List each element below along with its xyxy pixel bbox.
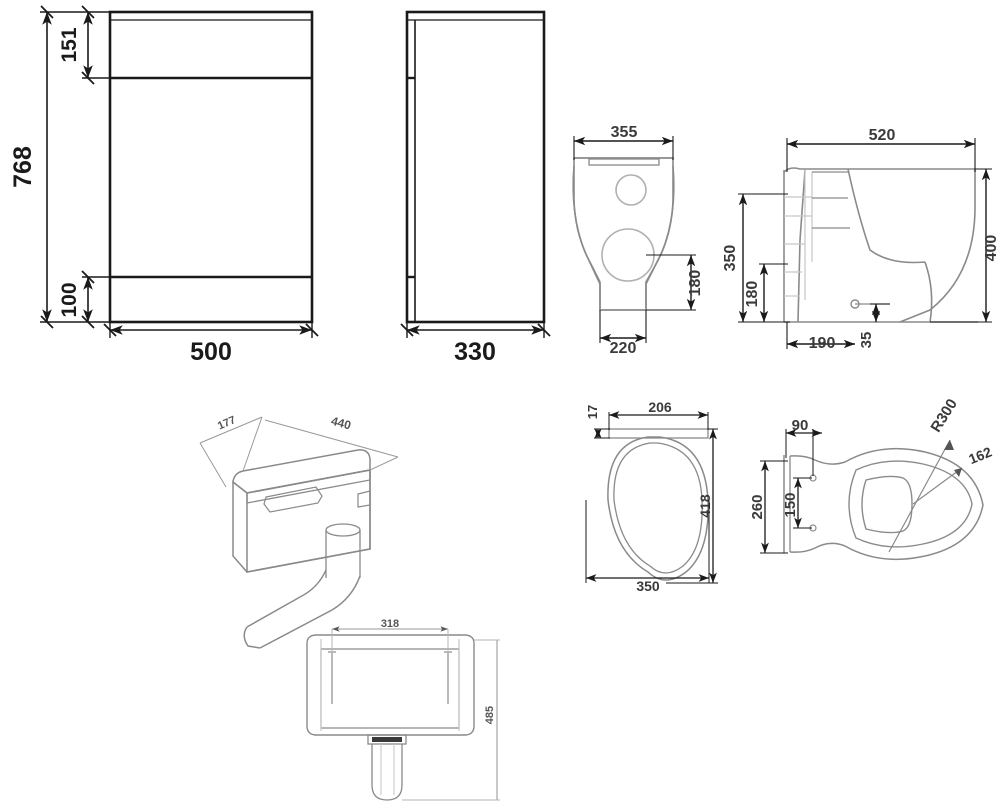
pan-front-seat-slab [588, 158, 660, 166]
pan-plan-aperture [861, 475, 913, 534]
unit-side-outline [405, 10, 546, 324]
pan-plan-neck-top [789, 455, 846, 465]
pan-front-upper-circle [615, 174, 647, 206]
view-pan-side: 520 400 350 180 190 35 [722, 127, 1000, 352]
pan-plan-neck-bottom [789, 542, 846, 553]
cistern-iso-side-boss [357, 490, 371, 508]
pan-side-pedestal-back [797, 169, 806, 323]
seat-plan-hinge-bar [608, 428, 709, 439]
tick-100-top [81, 270, 95, 284]
cistern-back-outlet-collar [367, 734, 407, 745]
pan-side-outer-curve [899, 169, 976, 323]
dim-seat-plan-length: 418 [697, 494, 713, 518]
pan-side-rim [783, 167, 975, 173]
pan-side-pedestal-front [924, 261, 933, 323]
cistern-back-outlet-tube [371, 744, 403, 801]
view-cistern-back: 318 485 [306, 618, 500, 801]
view-seat-plan: 206 17 418 350 [585, 399, 718, 594]
view-unit-front: 768 151 100 500 [9, 5, 319, 366]
dim-seat-plan-thickness: 17 [585, 405, 600, 419]
unit-front-outline [108, 10, 314, 324]
leader-line-162 [912, 467, 963, 505]
pan-plan-outer-bowl [844, 447, 984, 561]
dim-seat-plan-top-width: 206 [648, 399, 672, 415]
cistern-iso-flush-pipe-top [246, 569, 327, 628]
dim-line-440 [264, 419, 399, 458]
tick-100-bottom [81, 315, 95, 329]
view-cistern-iso: 440 177 [199, 414, 399, 649]
dim-unit-front-width: 500 [190, 338, 232, 366]
pan-plan-inner-rim [848, 460, 973, 548]
cistern-iso-pipe-end [243, 626, 261, 649]
pan-side-bowl-underside [847, 168, 926, 264]
tick-768-bottom [40, 315, 54, 329]
cistern-iso-right-face [246, 469, 371, 573]
view-unit-side: 330 [400, 10, 551, 366]
dim-pan-front-base-height: 180 [687, 270, 704, 297]
dim-line-177 [199, 416, 263, 444]
pan-front-right-pedestal [645, 251, 663, 310]
dim-pan-front-base-width: 220 [610, 340, 637, 357]
dim-cistern-iso-length: 440 [330, 414, 353, 433]
dim-pan-plan-back-height: 260 [749, 494, 766, 519]
ext-line-440-a [242, 416, 263, 472]
pan-front-left-pedestal [584, 251, 601, 310]
cistern-back-outlet-seal [372, 737, 402, 742]
dim-pan-side-inlet-offset: 190 [809, 335, 836, 352]
dim-pan-plan-fixing-spacing: 90 [792, 417, 809, 434]
cistern-iso-flush-pipe-bottom [259, 575, 361, 649]
dim-pan-side-height: 400 [983, 235, 1000, 262]
dim-pan-front-width: 355 [611, 124, 638, 141]
cistern-iso-flush-plate [263, 486, 323, 513]
seat-plan-inner [613, 442, 703, 574]
ext-line-177-a [199, 442, 227, 488]
tick-768-top [40, 5, 54, 19]
dim-unit-front-height: 768 [9, 146, 37, 188]
leader-arrow-162 [954, 468, 962, 477]
leader-arrow-r300 [944, 440, 954, 450]
cistern-back-outline [306, 634, 475, 736]
dim-unit-front-top-panel: 151 [58, 27, 81, 62]
dim-cistern-back-bracket-spacing: 318 [381, 618, 399, 630]
cistern-iso-lid [232, 449, 371, 494]
ext-line-440-b [369, 456, 399, 471]
dim-pan-side-projection: 520 [869, 127, 896, 144]
dim-unit-front-bottom-panel: 100 [58, 282, 81, 317]
dim-seat-plan-width: 350 [636, 578, 660, 594]
tick-330-left [400, 323, 414, 337]
dim-pan-plan-hole-spacing: 150 [782, 492, 799, 517]
dim-cistern-back-height: 485 [484, 706, 496, 724]
tick-500-right [305, 323, 319, 337]
tick-151-top [81, 5, 95, 19]
leader-line-r300 [888, 439, 951, 553]
pan-front-right-shoulder [661, 165, 675, 253]
pan-front-left-shoulder [572, 165, 586, 253]
tick-330-right [537, 323, 551, 337]
tick-151-bottom [81, 71, 95, 85]
dim-pan-side-cistern-height: 350 [722, 245, 739, 272]
tick-500-left [103, 323, 117, 337]
dim-unit-side-depth: 330 [454, 338, 496, 366]
dim-pan-side-inlet-height: 35 [858, 332, 875, 349]
view-pan-front: 355 220 180 [572, 124, 704, 357]
dim-pan-side-mid-height: 180 [744, 281, 761, 308]
